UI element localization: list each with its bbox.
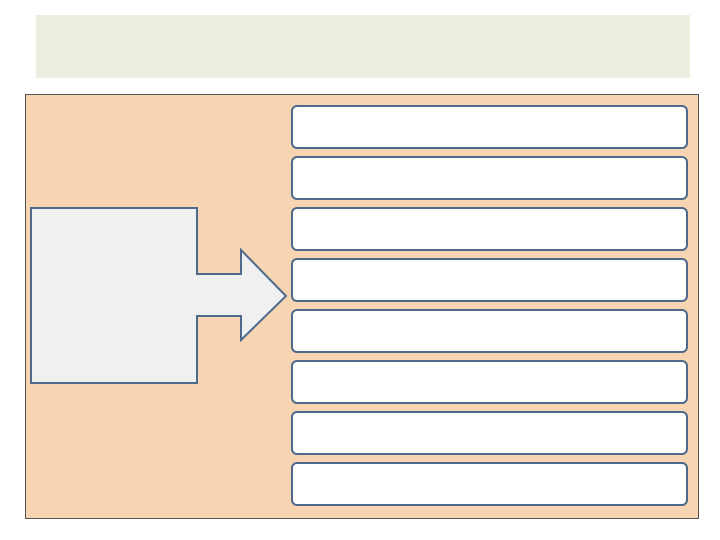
list-item-3 (291, 207, 688, 251)
list-item-8 (291, 462, 688, 506)
list-item-7 (291, 411, 688, 455)
title-bar (36, 15, 690, 78)
source-label (33, 210, 193, 380)
block-arrow-shape (30, 207, 288, 384)
list-item-4 (291, 258, 688, 302)
list-item-6 (291, 360, 688, 404)
list-item-5 (291, 309, 688, 353)
list-item-1 (291, 105, 688, 149)
list-item-2 (291, 156, 688, 200)
